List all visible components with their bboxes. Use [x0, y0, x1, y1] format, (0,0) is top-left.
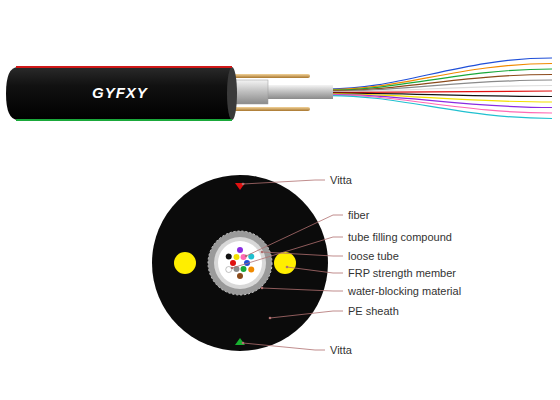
- cable-side-view: [6, 58, 552, 121]
- vitta-mark: [235, 338, 245, 345]
- fiber: [325, 95, 552, 113]
- fiber: [237, 247, 243, 253]
- strength-member: [228, 74, 310, 78]
- leader-lines: [231, 180, 343, 350]
- frp-strength-member: [174, 252, 196, 274]
- pe-sheath: [152, 175, 328, 351]
- leader-dot: [261, 287, 264, 290]
- tube-filling-compound: [218, 241, 262, 285]
- fiber: [325, 69, 552, 90]
- vitta-stripe: [16, 119, 232, 121]
- fiber: [234, 254, 240, 260]
- leader-line: [232, 237, 343, 268]
- loose-tube: [214, 237, 266, 289]
- fiber: [226, 254, 232, 260]
- fiber: [237, 273, 243, 279]
- pe-sheath: [6, 67, 232, 120]
- sheath-cut: [227, 67, 237, 120]
- fiber-bundle: [325, 58, 552, 119]
- cable-marking: GYFXY: [92, 84, 148, 102]
- callout-label: fiber: [348, 208, 369, 222]
- fiber: [325, 96, 552, 119]
- callout-label: water-blocking material: [348, 284, 461, 298]
- cable-cross-section: [152, 175, 328, 351]
- callout-label: Vitta: [330, 343, 352, 357]
- leader-dot: [242, 183, 245, 186]
- callout-label: loose tube: [348, 249, 399, 263]
- vitta-mark: [235, 183, 245, 190]
- fiber: [241, 266, 247, 272]
- leader-line: [243, 343, 325, 350]
- fiber: [226, 267, 232, 273]
- fiber: [241, 254, 247, 260]
- callout-label: Vitta: [330, 173, 352, 187]
- leader-dot: [231, 267, 234, 270]
- leader-dot: [286, 266, 289, 269]
- callout-label: FRP strength member: [348, 266, 456, 280]
- fiber: [230, 260, 236, 266]
- fiber: [325, 80, 552, 91]
- strength-member: [228, 107, 310, 111]
- vitta-stripe: [16, 66, 232, 68]
- leader-line: [287, 267, 343, 273]
- leader-line: [262, 288, 343, 291]
- leader-dot: [269, 317, 272, 320]
- frp-strength-member: [274, 252, 296, 274]
- callout-label: tube filling compound: [348, 230, 452, 244]
- callout-label: PE sheath: [348, 304, 399, 318]
- water-blocking-material: [208, 231, 272, 295]
- leader-dot: [261, 251, 264, 254]
- fiber: [325, 86, 552, 93]
- leader-dot: [242, 342, 245, 345]
- fiber: [248, 267, 254, 273]
- leader-line: [262, 252, 343, 256]
- leader-line: [270, 311, 343, 318]
- leader-dot: [245, 255, 248, 258]
- leader-line: [243, 180, 325, 184]
- fiber: [325, 58, 552, 89]
- leader-line: [246, 215, 343, 256]
- fiber: [325, 91, 552, 93]
- fiber-dots: [226, 247, 255, 279]
